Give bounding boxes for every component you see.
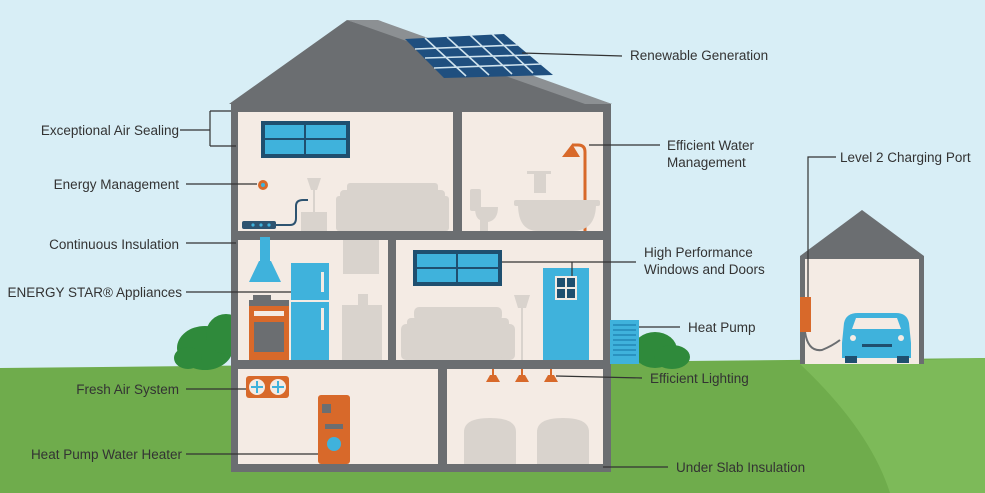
water-heater xyxy=(318,395,350,464)
label-high-performance-line1: High Performance xyxy=(644,245,753,260)
label-renewable-generation: Renewable Generation xyxy=(630,48,769,63)
kitchen-cabinets xyxy=(342,240,382,360)
toilet xyxy=(470,189,498,231)
smart-strip-icon xyxy=(242,199,308,229)
refrigerator xyxy=(291,263,329,360)
lamp-lower xyxy=(514,295,530,360)
label-heat-pump-water-heater: Heat Pump Water Heater xyxy=(30,447,182,462)
charging-port-icon xyxy=(800,297,841,352)
roof xyxy=(229,20,612,104)
label-high-performance-windows: High Performance Windows and Doors xyxy=(644,244,765,278)
bathtub xyxy=(514,200,600,231)
stove-oven xyxy=(249,295,289,360)
sofa-lower xyxy=(401,307,515,360)
bushes-right xyxy=(633,332,690,369)
label-level2-charging-port: Level 2 Charging Port xyxy=(840,150,971,165)
leader-renewable-generation xyxy=(521,52,623,57)
heat-pump-unit xyxy=(610,320,639,364)
label-heat-pump: Heat Pump xyxy=(688,320,756,335)
leader-efficient-lighting xyxy=(555,375,643,379)
sofa-upper xyxy=(336,183,449,231)
ceiling-lights xyxy=(486,369,558,382)
fresh-air-system-icon xyxy=(246,376,289,398)
shower-head-icon xyxy=(562,143,587,231)
main-house xyxy=(229,20,612,472)
lamp-upper xyxy=(301,178,327,231)
label-exceptional-air-sealing: Exceptional Air Sealing xyxy=(40,123,179,138)
basement-chairs xyxy=(464,418,589,464)
label-efficient-water-line2: Management xyxy=(667,155,746,170)
label-continuous-insulation: Continuous Insulation xyxy=(49,237,179,252)
label-efficient-lighting: Efficient Lighting xyxy=(650,371,749,386)
towel-rack xyxy=(527,171,551,193)
upper-window xyxy=(261,121,350,158)
range-hood xyxy=(249,237,281,282)
front-door xyxy=(543,268,589,360)
label-high-performance-line2: Windows and Doors xyxy=(644,262,765,277)
lower-window xyxy=(413,250,502,286)
electric-car xyxy=(842,313,911,363)
label-energy-star-appliances: ENERGY STAR® Appliances xyxy=(7,285,182,300)
leader-lines xyxy=(180,52,836,468)
label-under-slab-insulation: Under Slab Insulation xyxy=(676,460,806,475)
label-efficient-water-management: Efficient Water Management xyxy=(667,137,754,171)
leader-charging-port xyxy=(807,156,836,297)
label-fresh-air-system: Fresh Air System xyxy=(76,382,179,397)
driveway xyxy=(800,358,985,493)
label-energy-management: Energy Management xyxy=(53,177,179,192)
solar-panel xyxy=(405,33,553,78)
label-efficient-water-line1: Efficient Water xyxy=(667,138,755,153)
